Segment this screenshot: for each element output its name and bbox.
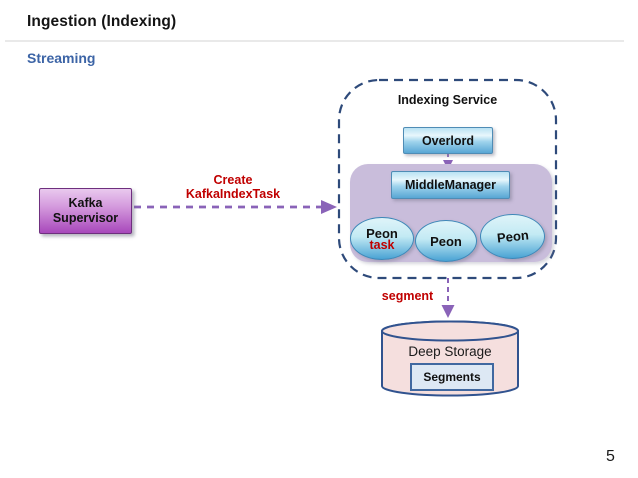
create-task-arrow [134, 200, 337, 214]
peon-1-task-label: task [369, 237, 395, 252]
kafka-supervisor-box: Kafka Supervisor [39, 188, 132, 234]
peon-2-label: Peon [430, 233, 462, 249]
kafka-supervisor-label-line1: Kafka [68, 196, 103, 210]
peon-ellipse-2: Peon [415, 220, 477, 262]
segments-box: Segments [410, 363, 494, 391]
kafka-supervisor-label-line2: Supervisor [52, 211, 119, 225]
deep-storage-label: Deep Storage [408, 344, 492, 359]
peon-3-label: Peon [495, 227, 530, 246]
section-subtitle: Streaming [27, 50, 96, 66]
overlord-box: Overlord [403, 127, 493, 154]
header-divider [5, 40, 624, 42]
create-kafkaindextask-label: Create KafkaIndexTask [163, 173, 303, 201]
segment-label: segment [381, 289, 434, 303]
peon-1-label: Peon [366, 225, 398, 241]
segments-label: Segments [423, 370, 481, 384]
page-title: Ingestion (Indexing) [27, 13, 177, 30]
page-number: 5 [606, 448, 615, 465]
middlemanager-box: MiddleManager [391, 171, 510, 199]
segment-arrow [441, 278, 455, 318]
indexing-service-title: Indexing Service [397, 93, 498, 107]
create-label-line2: KafkaIndexTask [185, 187, 281, 201]
middlemanager-label: MiddleManager [405, 178, 496, 192]
peon-ellipse-3: Peon [480, 214, 545, 259]
peon-ellipse-1: Peon task [350, 217, 414, 260]
create-label-line1: Create [213, 173, 253, 187]
overlord-label: Overlord [421, 133, 475, 148]
